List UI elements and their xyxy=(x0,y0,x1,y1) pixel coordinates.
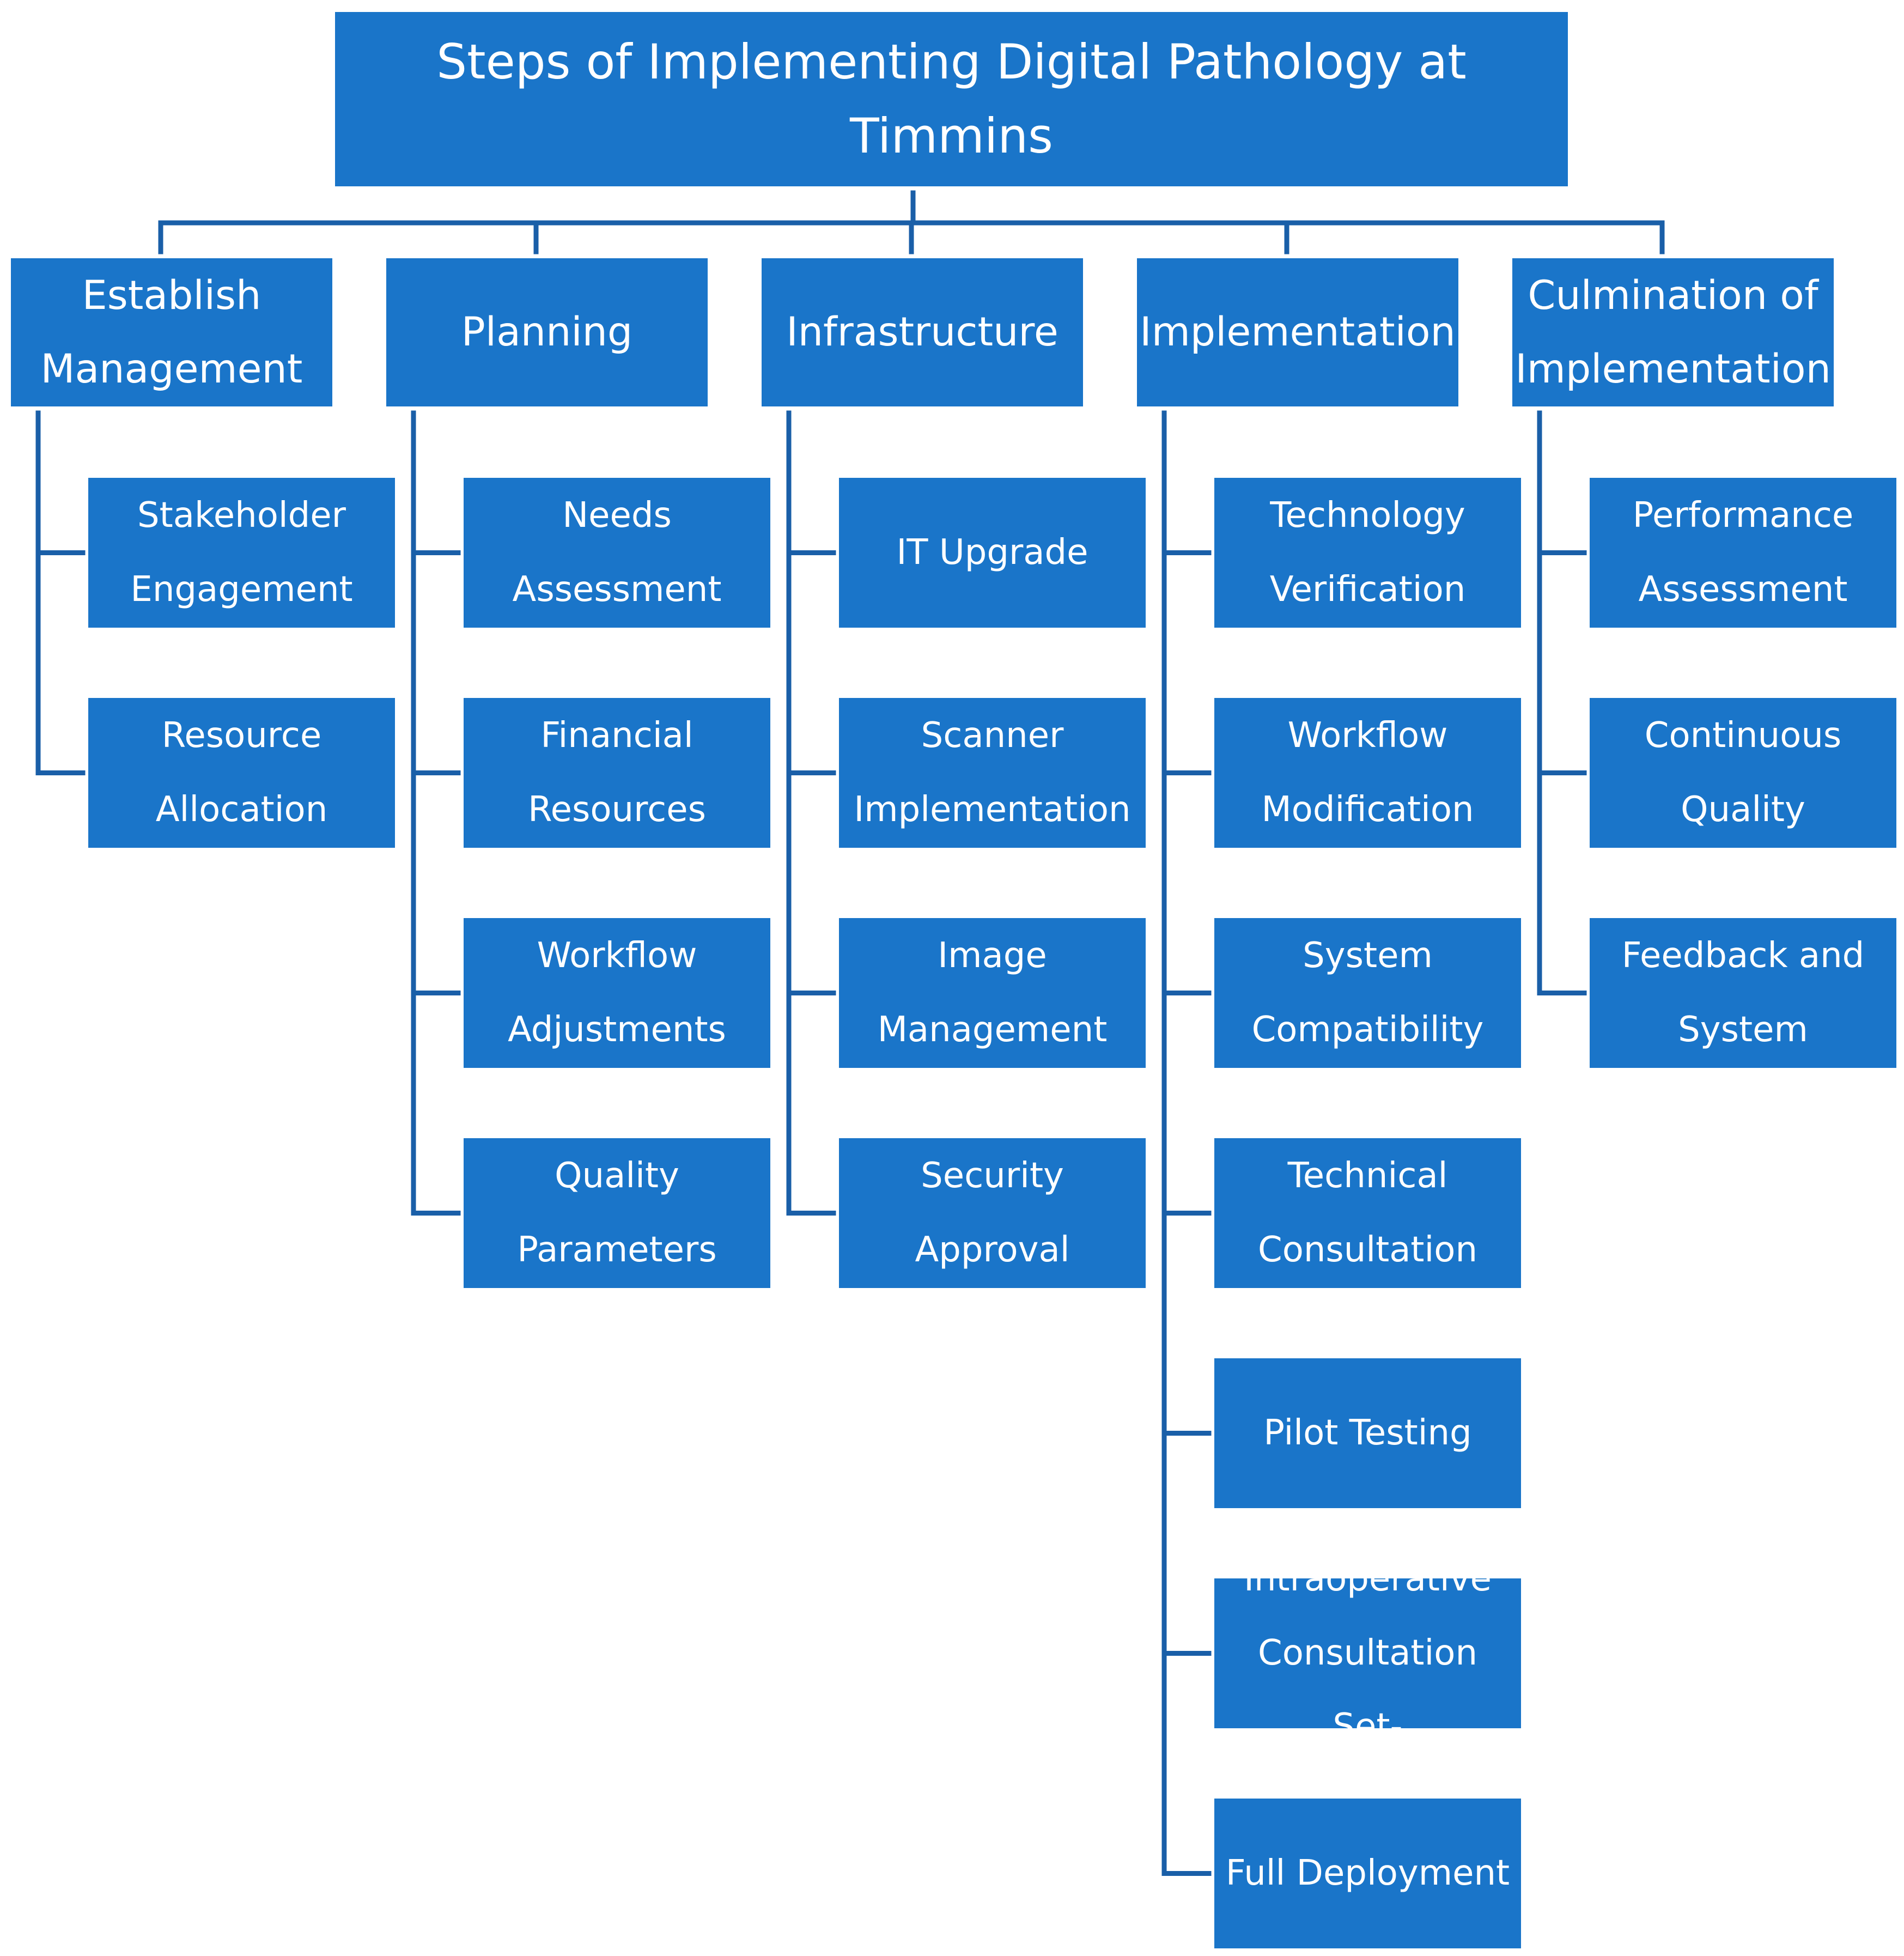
step-label: Financial Resources xyxy=(528,715,706,830)
category-box-establish-management: Establish Management xyxy=(11,258,332,406)
step-label: Needs Assessment xyxy=(512,495,722,610)
step-label: Image Management xyxy=(877,935,1108,1050)
step-box: Performance Assessment xyxy=(1590,478,1896,628)
step-box: Scanner Implementation xyxy=(839,698,1146,848)
step-label: Technical Consultation xyxy=(1258,1155,1477,1270)
category-label: Culmination of Implementation xyxy=(1515,272,1831,392)
step-box: Needs Assessment xyxy=(464,478,770,628)
step-label: Technology Verification xyxy=(1269,495,1466,610)
step-label: Full Deployment xyxy=(1225,1852,1510,1893)
category-label: Planning xyxy=(461,309,633,356)
step-box: Resource Allocation xyxy=(88,698,395,848)
step-box: Workflow Adjustments xyxy=(464,918,770,1068)
step-box: Technical Consultation xyxy=(1214,1138,1521,1288)
step-label: Resource Allocation xyxy=(155,715,328,830)
step-label: Continuous Quality xyxy=(1644,715,1842,830)
step-label: Workflow Adjustments xyxy=(508,935,726,1050)
step-box: Image Management xyxy=(839,918,1146,1068)
step-box: Intraoperative Consultation Set- xyxy=(1214,1559,1521,1747)
step-box: Pilot Testing xyxy=(1214,1358,1521,1508)
step-label: Workflow Modification xyxy=(1261,715,1474,830)
root-title: Steps of Implementing Digital Pathology … xyxy=(436,33,1467,164)
step-label: Intraoperative Consultation Set- xyxy=(1244,1559,1492,1747)
step-box: Full Deployment xyxy=(1214,1799,1521,1948)
category-box-implementation: Implementation xyxy=(1137,258,1458,406)
category-box-planning: Planning xyxy=(386,258,708,406)
step-box: Continuous Quality xyxy=(1590,698,1896,848)
step-label: System Compatibility xyxy=(1251,935,1484,1050)
step-label: Quality Parameters xyxy=(517,1155,717,1270)
step-box: Workflow Modification xyxy=(1214,698,1521,848)
step-label: Feedback and System xyxy=(1621,935,1865,1050)
step-box: IT Upgrade xyxy=(839,478,1146,628)
category-box-infrastructure: Infrastructure xyxy=(762,258,1083,406)
step-box: Financial Resources xyxy=(464,698,770,848)
step-box: System Compatibility xyxy=(1214,918,1521,1068)
category-box-culmination-of-implementation: Culmination of Implementation xyxy=(1512,258,1834,406)
step-box: Feedback and System xyxy=(1590,918,1896,1068)
step-label: Stakeholder Engagement xyxy=(130,495,353,610)
category-label: Establish Management xyxy=(40,272,303,392)
step-label: Scanner Implementation xyxy=(854,715,1131,830)
step-box: Security Approval xyxy=(839,1138,1146,1288)
step-label: Performance Assessment xyxy=(1632,495,1854,610)
step-label: IT Upgrade xyxy=(896,532,1088,573)
root-box: Steps of Implementing Digital Pathology … xyxy=(335,12,1568,186)
step-box: Quality Parameters xyxy=(464,1138,770,1288)
step-label: Pilot Testing xyxy=(1263,1412,1472,1453)
step-label: Security Approval xyxy=(915,1155,1070,1270)
step-box: Technology Verification xyxy=(1214,478,1521,628)
category-label: Implementation xyxy=(1140,309,1456,356)
category-label: Infrastructure xyxy=(786,309,1059,356)
step-box: Stakeholder Engagement xyxy=(88,478,395,628)
